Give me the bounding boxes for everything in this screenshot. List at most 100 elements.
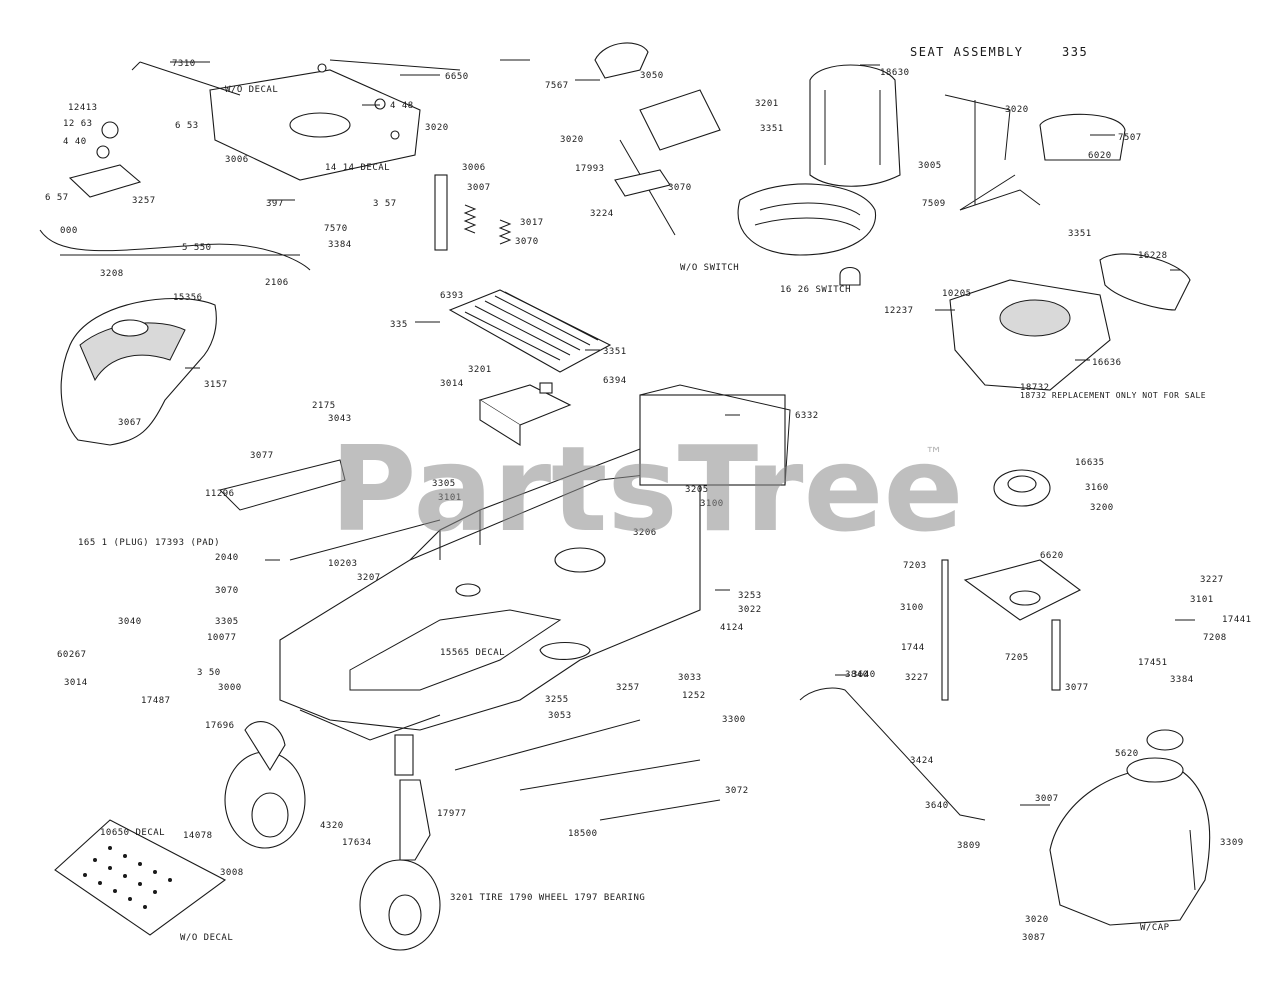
callout: 7208 — [1203, 633, 1227, 643]
callout: 7570 — [324, 224, 348, 234]
callout: 10205 — [942, 289, 972, 299]
callout: 14078 — [183, 831, 213, 841]
leader-lines — [170, 59, 1195, 806]
callout: 4 40 — [63, 137, 87, 147]
callout: 10203 — [328, 559, 358, 569]
note-w-o-switch: W/O SWITCH — [680, 263, 739, 273]
callout: 3 50 — [197, 668, 221, 678]
callout: 6393 — [440, 291, 464, 301]
callout: 3384 — [1170, 675, 1194, 685]
note-replacement-only: 18732 REPLACEMENT ONLY NOT FOR SALE — [1020, 391, 1206, 400]
callout: 3227 — [1200, 575, 1224, 585]
callout: 3255 — [545, 695, 569, 705]
callout: 6620 — [1040, 551, 1064, 561]
callout: 3006 — [225, 155, 249, 165]
seat-assembly-number: 335 — [1062, 45, 1088, 59]
callout: 3224 — [590, 209, 614, 219]
callout: 3809 — [957, 841, 981, 851]
note-w-o-decal: W/O DECAL — [225, 85, 278, 95]
callout: 7509 — [922, 199, 946, 209]
callout: 18630 — [880, 68, 910, 78]
callout: 3017 — [520, 218, 544, 228]
callout: 4124 — [720, 623, 744, 633]
callout: 7205 — [1005, 653, 1029, 663]
callout: 3020 — [425, 123, 449, 133]
callout: 3351 — [1068, 229, 1092, 239]
callout: 11296 — [205, 489, 235, 499]
callout: 3100 — [700, 499, 724, 509]
callout: 17634 — [342, 838, 372, 848]
note-plug-pad: 165 1 (PLUG) 17393 (PAD) — [78, 538, 220, 548]
callout: 3007 — [467, 183, 491, 193]
note-tire-wheel: 3201 TIRE 1790 WHEEL 1797 BEARING — [450, 893, 645, 903]
callout: 3000 — [218, 683, 242, 693]
callout: 335 — [390, 320, 408, 330]
callout: 3201 — [468, 365, 492, 375]
callout: 3008 — [220, 868, 244, 878]
callout: 1744 — [901, 643, 925, 653]
callout: 3207 — [357, 573, 381, 583]
callout: 6 57 — [45, 193, 69, 203]
callout: 2175 — [312, 401, 336, 411]
callout: 3101 — [1190, 595, 1214, 605]
callout: 3020 — [1005, 105, 1029, 115]
callout: 3040 — [118, 617, 142, 627]
note-w-o-decal-2: W/O DECAL — [180, 933, 233, 943]
callout: 3640 — [925, 801, 949, 811]
callout: 3007 — [1035, 794, 1059, 804]
callout: 6650 — [445, 72, 469, 82]
callout: 3020 — [1025, 915, 1049, 925]
seat-assembly-title: SEAT ASSEMBLY — [910, 45, 1023, 59]
callout: 397 — [266, 199, 284, 209]
callout: 3022 — [738, 605, 762, 615]
callout: 3257 — [132, 196, 156, 206]
callout: 3101 — [438, 493, 462, 503]
callout: 3206 — [633, 528, 657, 538]
callout: 15356 — [173, 293, 203, 303]
callout: 7507 — [1118, 133, 1142, 143]
callout: 7567 — [545, 81, 569, 91]
callout: 2106 — [265, 278, 289, 288]
callout: 3100 — [900, 603, 924, 613]
callout: 3157 — [204, 380, 228, 390]
callout: 17977 — [437, 809, 467, 819]
diagram-linework — [39, 42, 1211, 951]
callout: 3005 — [918, 161, 942, 171]
callout: 3077 — [1065, 683, 1089, 693]
callout: 18500 — [568, 829, 598, 839]
note-decal-15565: 15565 DECAL — [440, 648, 505, 658]
callout: 17487 — [141, 696, 171, 706]
callout: 3351 — [603, 347, 627, 357]
callout: 7203 — [903, 561, 927, 571]
callout: 000 — [60, 226, 78, 236]
callout: 3253 — [738, 591, 762, 601]
callout: 6332 — [795, 411, 819, 421]
callout: 3424 — [910, 756, 934, 766]
callout: 3014 — [64, 678, 88, 688]
callout: 3077 — [250, 451, 274, 461]
callout: 3043 — [328, 414, 352, 424]
callout: 16635 — [1075, 458, 1105, 468]
note-decal-10650: 10650 DECAL — [100, 828, 165, 838]
callout: 12413 — [68, 103, 98, 113]
note-decal-14-14: 14 14 DECAL — [325, 163, 390, 173]
callout: 3067 — [118, 418, 142, 428]
callout: 12 63 — [63, 119, 93, 129]
callout: 16228 — [1138, 251, 1168, 261]
callout: 3208 — [100, 269, 124, 279]
callout: 17993 — [575, 164, 605, 174]
callout: 7310 — [172, 59, 196, 69]
callout: 12237 — [884, 306, 914, 316]
callout: 3384 — [328, 240, 352, 250]
callout: 3309 — [1220, 838, 1244, 848]
callout: 5620 — [1115, 749, 1139, 759]
callout: 3840 — [845, 670, 869, 680]
partstree-watermark: PartsTree — [330, 420, 964, 558]
callout: 3 57 — [373, 199, 397, 209]
callout: 4 48 — [390, 101, 414, 111]
callout: 3070 — [215, 586, 239, 596]
note-switch: 16 26 SWITCH — [780, 285, 851, 295]
callout: 3200 — [1090, 503, 1114, 513]
callout: 6020 — [1088, 151, 1112, 161]
